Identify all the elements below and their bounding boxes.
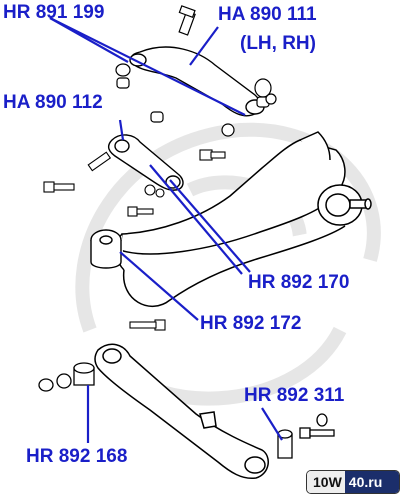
middle-bolts: [43, 149, 226, 217]
upper-control-arm: [129, 46, 265, 117]
lower-bolt-mid: [129, 319, 166, 331]
label-hr892170: HR 892 170: [248, 272, 350, 293]
label-ha890111: HA 890 111: [218, 4, 317, 25]
logo-part1: 10W: [307, 471, 345, 493]
label-hr891199: HR 891 199: [3, 2, 105, 23]
label-hr892168: HR 892 168: [26, 446, 128, 467]
upper-bolt: [178, 5, 196, 36]
leader-lines: [49, 17, 283, 443]
bushing-892172: [90, 229, 122, 269]
bushing-892168: [38, 362, 95, 392]
logo-part2: 40.ru: [344, 471, 399, 493]
site-logo: 10W 40.ru: [306, 470, 400, 494]
label-hr892172: HR 892 172: [200, 313, 302, 334]
upper-arm-bushings: [115, 63, 277, 137]
label-hr892311: HR 892 311: [244, 385, 345, 406]
label-lh-rh: (LH, RH): [240, 33, 316, 54]
label-ha890112: HA 890 112: [3, 92, 103, 113]
bushing-892311: [277, 413, 335, 459]
lower-control-arm: [94, 343, 269, 480]
